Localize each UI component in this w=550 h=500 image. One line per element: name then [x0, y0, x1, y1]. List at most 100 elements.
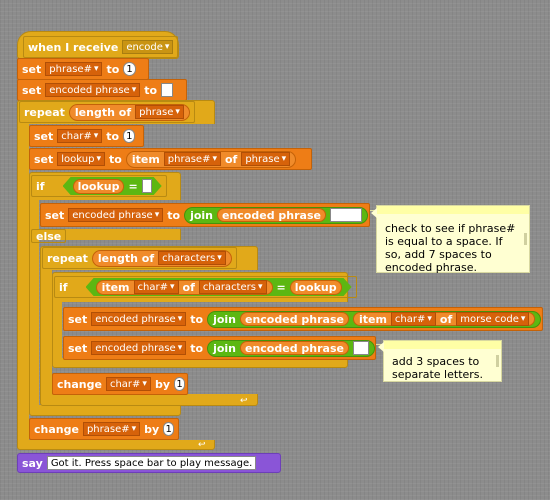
hat-label: when I receive: [28, 40, 119, 54]
change-label: change: [57, 377, 102, 391]
comment-text[interactable]: check to see if phrase# is equal to a sp…: [385, 222, 516, 274]
encoded-phrase-reporter[interactable]: encoded phrase: [240, 312, 349, 326]
length-of-label: length of: [74, 105, 132, 119]
join-reporter[interactable]: join encoded phrase: [207, 339, 375, 357]
repeat-label: repeat: [47, 251, 88, 265]
set-encoded-phrase-block[interactable]: set encoded phrase to: [17, 79, 187, 101]
value-input[interactable]: 1: [163, 422, 175, 436]
value-input[interactable]: 1: [174, 377, 185, 391]
comment-separate-letters[interactable]: add 3 spaces to separate letters.: [378, 340, 502, 382]
item-label: item: [358, 312, 387, 326]
list-dropdown[interactable]: characters: [199, 280, 267, 294]
say-block[interactable]: say Got it. Press space bar to play mess…: [17, 453, 281, 473]
index-dropdown[interactable]: phrase#: [163, 152, 221, 166]
length-of-reporter[interactable]: length of phrase: [68, 103, 190, 121]
value-input[interactable]: [161, 83, 174, 97]
set-label: set: [22, 83, 42, 97]
repeat-inner-header[interactable]: repeat length of characters: [42, 247, 237, 269]
repeat-inner-end-arrow: ↩: [240, 396, 248, 406]
set-label: set: [68, 341, 88, 355]
length-of-label: length of: [97, 251, 155, 265]
else-label: else: [31, 229, 67, 243]
join-reporter[interactable]: join encoded phrase item char# of morse …: [207, 310, 542, 328]
change-char-block[interactable]: change char# by 1: [52, 373, 188, 395]
change-phrase-block[interactable]: change phrase# by 1: [29, 418, 179, 440]
item-of-reporter[interactable]: item phrase# of phrase: [125, 150, 297, 168]
comment-collapse-arrow[interactable]: [371, 208, 377, 218]
value-input[interactable]: 1: [123, 129, 136, 143]
set-encoded-space-block[interactable]: set encoded phrase to join encoded phras…: [40, 203, 370, 227]
comment-text[interactable]: add 3 spaces to separate letters.: [392, 355, 484, 381]
join-label: join: [213, 312, 236, 326]
set-label: set: [34, 129, 54, 143]
set-lookup-block[interactable]: set lookup to item phrase# of phrase: [29, 148, 312, 170]
encoded-phrase-reporter[interactable]: encoded phrase: [240, 341, 349, 355]
variable-dropdown[interactable]: phrase#: [45, 62, 103, 76]
variable-dropdown[interactable]: encoded phrase: [45, 83, 141, 97]
if-match-header[interactable]: if item char# of characters = lookup: [54, 276, 357, 298]
to-label: to: [109, 152, 122, 166]
of-label: of: [182, 280, 195, 294]
index-dropdown[interactable]: char#: [390, 312, 436, 326]
encoded-phrase-reporter[interactable]: encoded phrase: [217, 208, 326, 222]
comment-space-check[interactable]: check to see if phrase# is equal to a sp…: [371, 205, 530, 274]
say-label: say: [22, 456, 43, 470]
variable-dropdown[interactable]: encoded phrase: [91, 341, 187, 355]
by-label: by: [144, 422, 160, 436]
value-input[interactable]: 1: [123, 62, 136, 76]
to-label: to: [190, 341, 204, 355]
join-label: join: [213, 341, 236, 355]
repeat-outer-header[interactable]: repeat length of phrase: [19, 101, 195, 123]
repeat-outer-end-arrow: ↩: [198, 440, 206, 450]
set-char-block[interactable]: set char# to 1: [29, 125, 144, 147]
join-label: join: [190, 208, 213, 222]
spaces-input[interactable]: [352, 341, 369, 355]
lookup-reporter[interactable]: lookup: [290, 280, 342, 295]
set-label: set: [22, 62, 42, 76]
say-message-input[interactable]: Got it. Press space bar to play message.: [46, 456, 257, 470]
comment-resize-handle[interactable]: [524, 233, 527, 245]
variable-dropdown[interactable]: phrase#: [82, 422, 141, 436]
variable-dropdown[interactable]: lookup: [57, 152, 105, 166]
set-label: set: [45, 208, 65, 222]
to-label: to: [144, 83, 158, 97]
message-dropdown[interactable]: encode: [122, 40, 174, 54]
item-of-reporter[interactable]: item char# of morse code: [352, 312, 536, 326]
equals-condition[interactable]: item char# of characters = lookup: [86, 278, 352, 296]
set-phrase-block[interactable]: set phrase# to 1: [17, 58, 149, 80]
set-encoded-letters-block[interactable]: set encoded phrase to join encoded phras…: [63, 336, 376, 360]
of-label: of: [439, 312, 453, 326]
variable-dropdown[interactable]: char#: [57, 129, 103, 143]
comment-collapse-arrow[interactable]: [378, 342, 384, 352]
lookup-reporter[interactable]: lookup: [73, 179, 125, 194]
when-i-receive-hat[interactable]: when I receive encode: [17, 31, 179, 59]
to-label: to: [190, 312, 204, 326]
variable-dropdown[interactable]: encoded phrase: [91, 312, 187, 326]
comment-title-bar[interactable]: [377, 206, 529, 214]
join-reporter[interactable]: join encoded phrase: [184, 206, 368, 224]
list-dropdown[interactable]: phrase: [135, 105, 184, 119]
index-dropdown[interactable]: char#: [134, 280, 179, 294]
compare-input[interactable]: [142, 179, 152, 193]
item-of-reporter[interactable]: item char# of characters: [96, 280, 273, 295]
spaces-input[interactable]: [329, 208, 362, 222]
repeat-label: repeat: [24, 105, 65, 119]
to-label: to: [106, 62, 120, 76]
if-label: if: [59, 280, 68, 294]
variable-dropdown[interactable]: char#: [105, 377, 151, 391]
to-label: to: [106, 129, 120, 143]
if-space-header[interactable]: if lookup =: [31, 175, 167, 197]
list-dropdown[interactable]: morse code: [456, 312, 530, 326]
equals-condition[interactable]: lookup =: [63, 177, 162, 195]
list-dropdown[interactable]: phrase: [241, 152, 291, 166]
to-label: to: [167, 208, 181, 222]
comment-title-bar[interactable]: [384, 341, 501, 349]
length-of-reporter[interactable]: length of characters: [91, 249, 232, 267]
variable-dropdown[interactable]: encoded phrase: [68, 208, 164, 222]
comment-resize-handle[interactable]: [496, 355, 499, 367]
change-label: change: [34, 422, 79, 436]
list-dropdown[interactable]: characters: [158, 251, 226, 265]
set-label: set: [34, 152, 54, 166]
set-encoded-morse-block[interactable]: set encoded phrase to join encoded phras…: [63, 307, 543, 331]
